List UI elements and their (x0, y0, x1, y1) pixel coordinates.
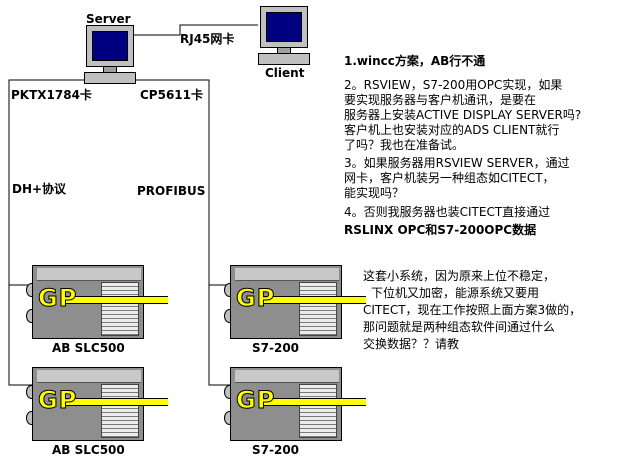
cp5611-card-label: CP5611卡 (140, 88, 204, 102)
dh-plus-bus-line (8, 79, 110, 286)
note-line: 网卡，客户机装另一种组态如CITECT， (344, 171, 555, 185)
gp-logo: GP (37, 284, 78, 313)
rj45-label: RJ45网卡 (180, 32, 235, 46)
gp-logo: GP (37, 386, 78, 415)
ab-slc500-label-bottom: AB SLC500 (52, 443, 125, 457)
s7-200-plc-bottom: GP (224, 367, 366, 441)
remark-line: 这套小系统，因为原来上位不稳定， (363, 269, 556, 283)
plc-yellow-bar (62, 398, 168, 406)
remark-line: 那问题就是两种组态软件间通过什么 (363, 320, 556, 334)
profibus-label: PROFIBUS (137, 184, 206, 198)
plc-yellow-bar (260, 398, 366, 406)
gp-logo: GP (235, 284, 276, 313)
ab-slc500-plc-bottom: GP (26, 367, 168, 441)
server-computer (80, 25, 140, 85)
profibus-branch-line (208, 285, 230, 386)
note-line: 3。如果服务器用RSVIEW SERVER，通过 (344, 156, 570, 170)
s7-200-plc-top: GP (224, 265, 366, 339)
note-line: 服务器上安装ACTIVE DISPLAY SERVER吗? (344, 108, 582, 122)
note-line: 2。RSVIEW，S7-200用OPC实现，如果 (344, 78, 563, 92)
note-line: 能实现吗？ (344, 186, 405, 200)
ab-slc500-label-top: AB SLC500 (52, 341, 125, 355)
client-computer (254, 6, 314, 66)
server-screen (92, 31, 128, 61)
note-line: 要实现服务器与客户机通讯，是要在 (344, 93, 537, 107)
note-line: 4。否则我服务器也装CITECT直接通过 (344, 205, 551, 219)
gp-logo: GP (235, 386, 276, 415)
s7-200-label-top: S7-200 (252, 341, 300, 355)
ab-slc500-plc-top: GP (26, 265, 168, 339)
remark-line: CITECT，现在工作按照上面方案3做的， (363, 303, 582, 317)
client-screen (266, 12, 302, 42)
note-line: 客户机上也安装对应的ADS CLIENT就行 (344, 123, 560, 137)
note-line: RSLINX OPC和S7-200OPC数据 (344, 223, 537, 237)
server-label: Server (86, 12, 131, 26)
dh-plus-branch-line (8, 285, 32, 386)
remark-line: 交换数据？？请教 (363, 337, 460, 351)
remark-line: 下位机又加密，能源系统又要用 (371, 286, 540, 300)
plc-yellow-bar (62, 296, 168, 304)
note-line: 了吗？我也在准备试。 (344, 138, 465, 152)
pktx-card-label: PKTX1784卡 (11, 88, 92, 102)
s7-200-label-bottom: S7-200 (252, 443, 300, 457)
note-line: 1.wincc方案，AB行不通 (344, 54, 486, 68)
dh-protocol-label: DH+协议 (12, 182, 67, 196)
profibus-bus-line (110, 79, 230, 286)
client-label: Client (265, 66, 305, 80)
plc-yellow-bar (260, 296, 366, 304)
